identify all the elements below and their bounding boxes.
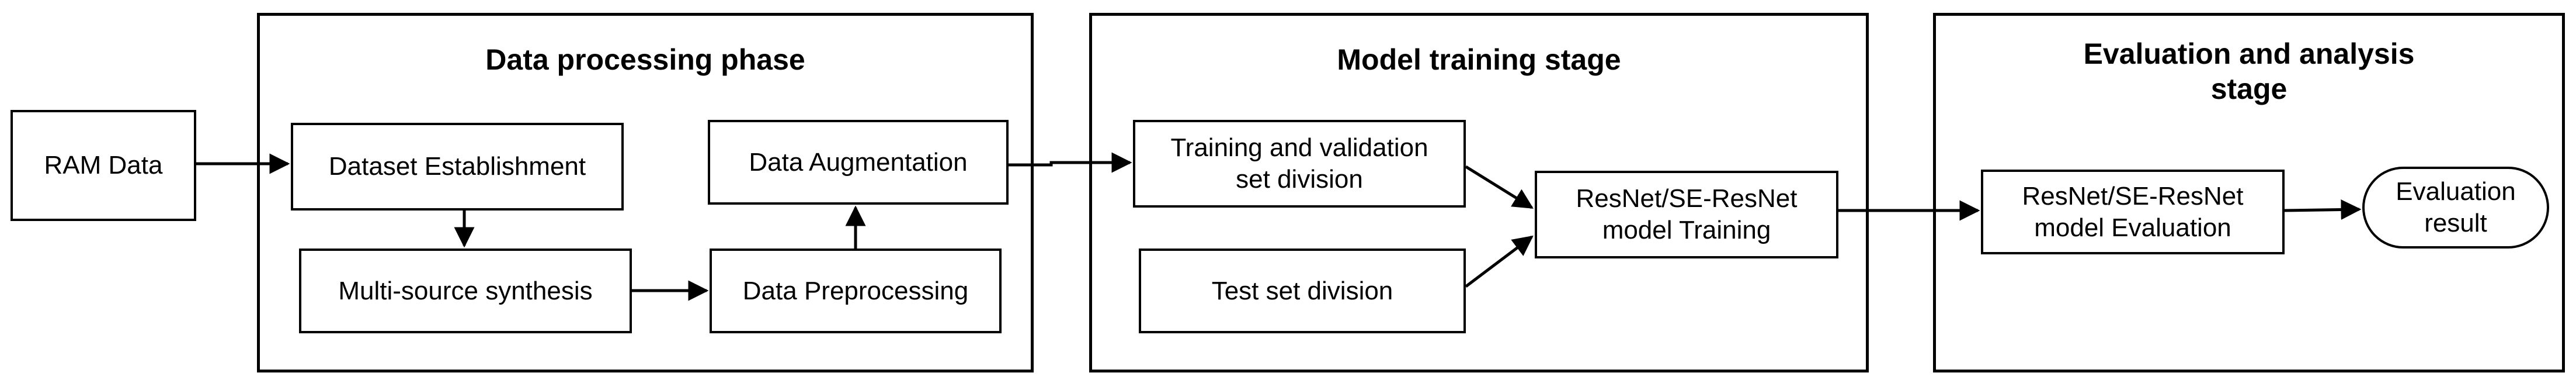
data-augmentation-label: Data Augmentation — [749, 147, 968, 177]
test-set-division-node: Test set division — [1139, 249, 1466, 333]
evaluation-result-label: Evaluation result — [2396, 177, 2516, 237]
model-training-stage-title: Model training stage — [1337, 43, 1621, 76]
evaluation-result-node: Evaluation result — [2362, 167, 2549, 249]
evaluation-stage-title: Evaluation and analysis stage — [2083, 37, 2415, 105]
ram-data-node: RAM Data — [11, 110, 196, 221]
arrow-test-to-training — [1465, 235, 1534, 288]
train-val-division-node: Training and validation set division — [1133, 120, 1466, 208]
dataset-establishment-node: Dataset Establishment — [291, 123, 624, 211]
arrow-trainval-to-training — [1465, 165, 1534, 209]
model-training-label: ResNet/SE-ResNet model Training — [1576, 184, 1798, 244]
test-set-division-label: Test set division — [1211, 276, 1393, 305]
train-val-division-label: Training and validation set division — [1170, 133, 1428, 194]
multi-source-synthesis-label: Multi-source synthesis — [338, 276, 593, 305]
data-augmentation-node: Data Augmentation — [708, 120, 1009, 205]
arrow-augmentation-to-trainval — [1009, 152, 1132, 173]
model-evaluation-label: ResNet/SE-ResNet model Evaluation — [2022, 181, 2244, 242]
data-processing-stage-title: Data processing phase — [485, 43, 805, 76]
dataset-establishment-label: Dataset Establishment — [328, 152, 586, 181]
model-training-node: ResNet/SE-ResNet model Training — [1535, 171, 1838, 258]
ram-data-label: RAM Data — [44, 151, 163, 180]
data-preprocessing-label: Data Preprocessing — [742, 276, 969, 305]
model-evaluation-node: ResNet/SE-ResNet model Evaluation — [1981, 170, 2285, 254]
data-preprocessing-node: Data Preprocessing — [710, 249, 1002, 333]
multi-source-synthesis-node: Multi-source synthesis — [299, 249, 632, 333]
arrow-evaluation-to-result — [2284, 199, 2362, 220]
